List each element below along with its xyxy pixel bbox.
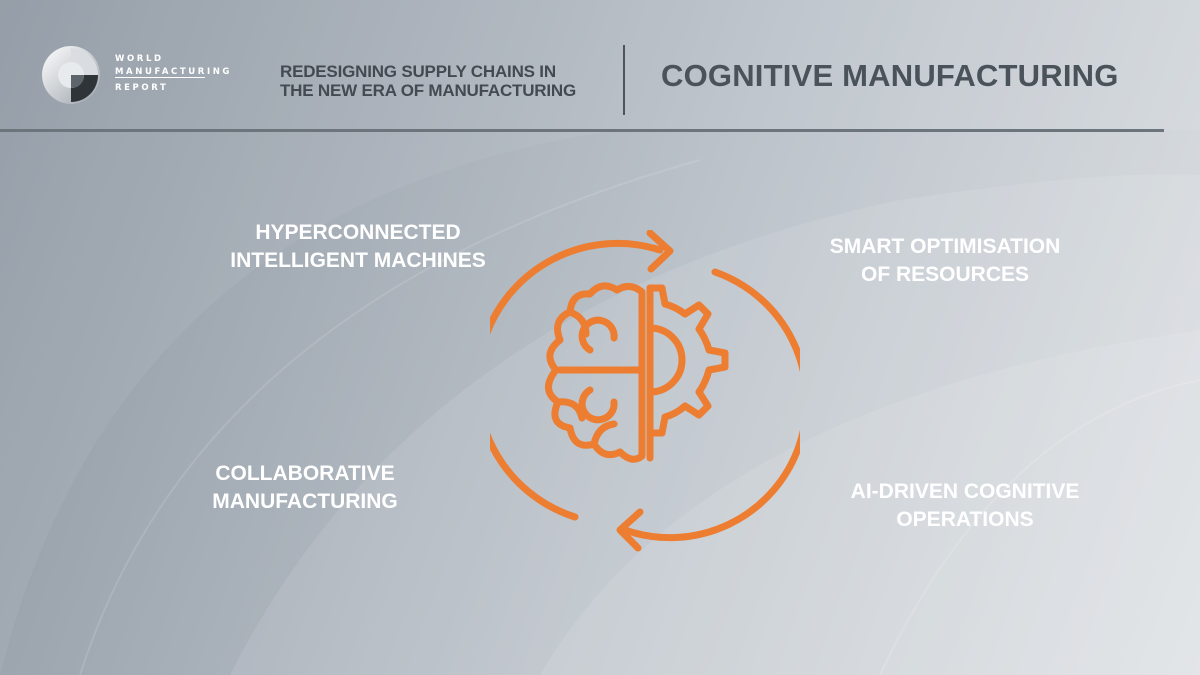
logo-rule <box>115 77 205 78</box>
logo-line-world: WORLD <box>115 54 164 64</box>
logo-wordmark: WORLD MANUFACTURING REPORT <box>115 53 232 95</box>
header-rule <box>0 129 1164 132</box>
brain-gear-cycle-icon <box>490 230 800 552</box>
header-divider <box>623 45 625 115</box>
logo-line-report: REPORT <box>115 83 169 93</box>
label-ai-driven-cognitive-operations: AI-DRIVEN COGNITIVE OPERATIONS <box>850 480 1080 531</box>
globe-logo-icon <box>42 46 100 104</box>
label-collaborative-manufacturing: COLLABORATIVE MANUFACTURING <box>212 462 398 513</box>
world-manufacturing-report-logo[interactable]: WORLD MANUFACTURING REPORT <box>40 44 240 114</box>
label-smart-optimisation: SMART OPTIMISATION OF RESOURCES <box>829 235 1061 286</box>
report-subtitle: REDESIGNING SUPPLY CHAINS IN THE NEW ERA… <box>280 62 576 100</box>
label-hyperconnected-intelligent-machines: HYPERCONNECTED INTELLIGENT MACHINES <box>230 221 486 272</box>
logo-line-manufacturing: MANUFACTURING <box>115 67 232 77</box>
page-title: COGNITIVE MANUFACTURING <box>661 58 1119 93</box>
